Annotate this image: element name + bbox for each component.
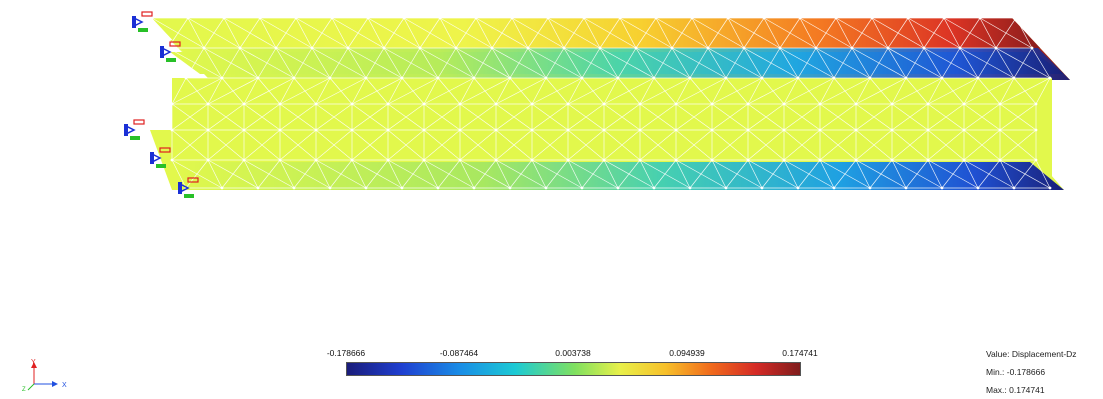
axis-triad: Y X Z <box>22 359 67 392</box>
support-1-icon[interactable] <box>132 11 153 32</box>
result-min-label: Min.: -0.178666 <box>986 367 1046 377</box>
result-max-label: Max.: 0.174741 <box>986 385 1045 395</box>
support-3-icon[interactable] <box>124 119 145 140</box>
mesh-nodes <box>150 16 1052 190</box>
legend-ticks: -0.178666 -0.087464 0.003738 0.094939 0.… <box>327 348 818 362</box>
legend-tick-min: -0.178666 <box>326 348 366 358</box>
legend-tick-max: 0.174741 <box>782 348 818 358</box>
legend-tick-4: 0.094939 <box>669 348 705 358</box>
support-2-icon[interactable] <box>160 41 181 62</box>
axis-z-label: Z <box>22 387 26 392</box>
support-5-icon[interactable] <box>178 177 199 198</box>
mesh-lines <box>151 17 1051 189</box>
legend-tick-2: -0.087464 <box>439 348 479 358</box>
axis-x-label: X <box>62 382 67 389</box>
support-symbols[interactable] <box>124 11 199 198</box>
support-4-icon[interactable] <box>150 147 171 168</box>
result-info: Value: Displacement-Dz Min.: -0.178666 M… <box>986 345 1077 399</box>
result-value-label: Value: Displacement-Dz <box>986 349 1077 359</box>
legend-tick-3: 0.003738 <box>555 348 591 358</box>
color-legend: -0.178666 -0.087464 0.003738 0.094939 0.… <box>327 348 818 382</box>
legend-color-bar <box>346 362 801 376</box>
axis-y-label: Y <box>31 359 36 366</box>
top-flange <box>152 18 1070 80</box>
